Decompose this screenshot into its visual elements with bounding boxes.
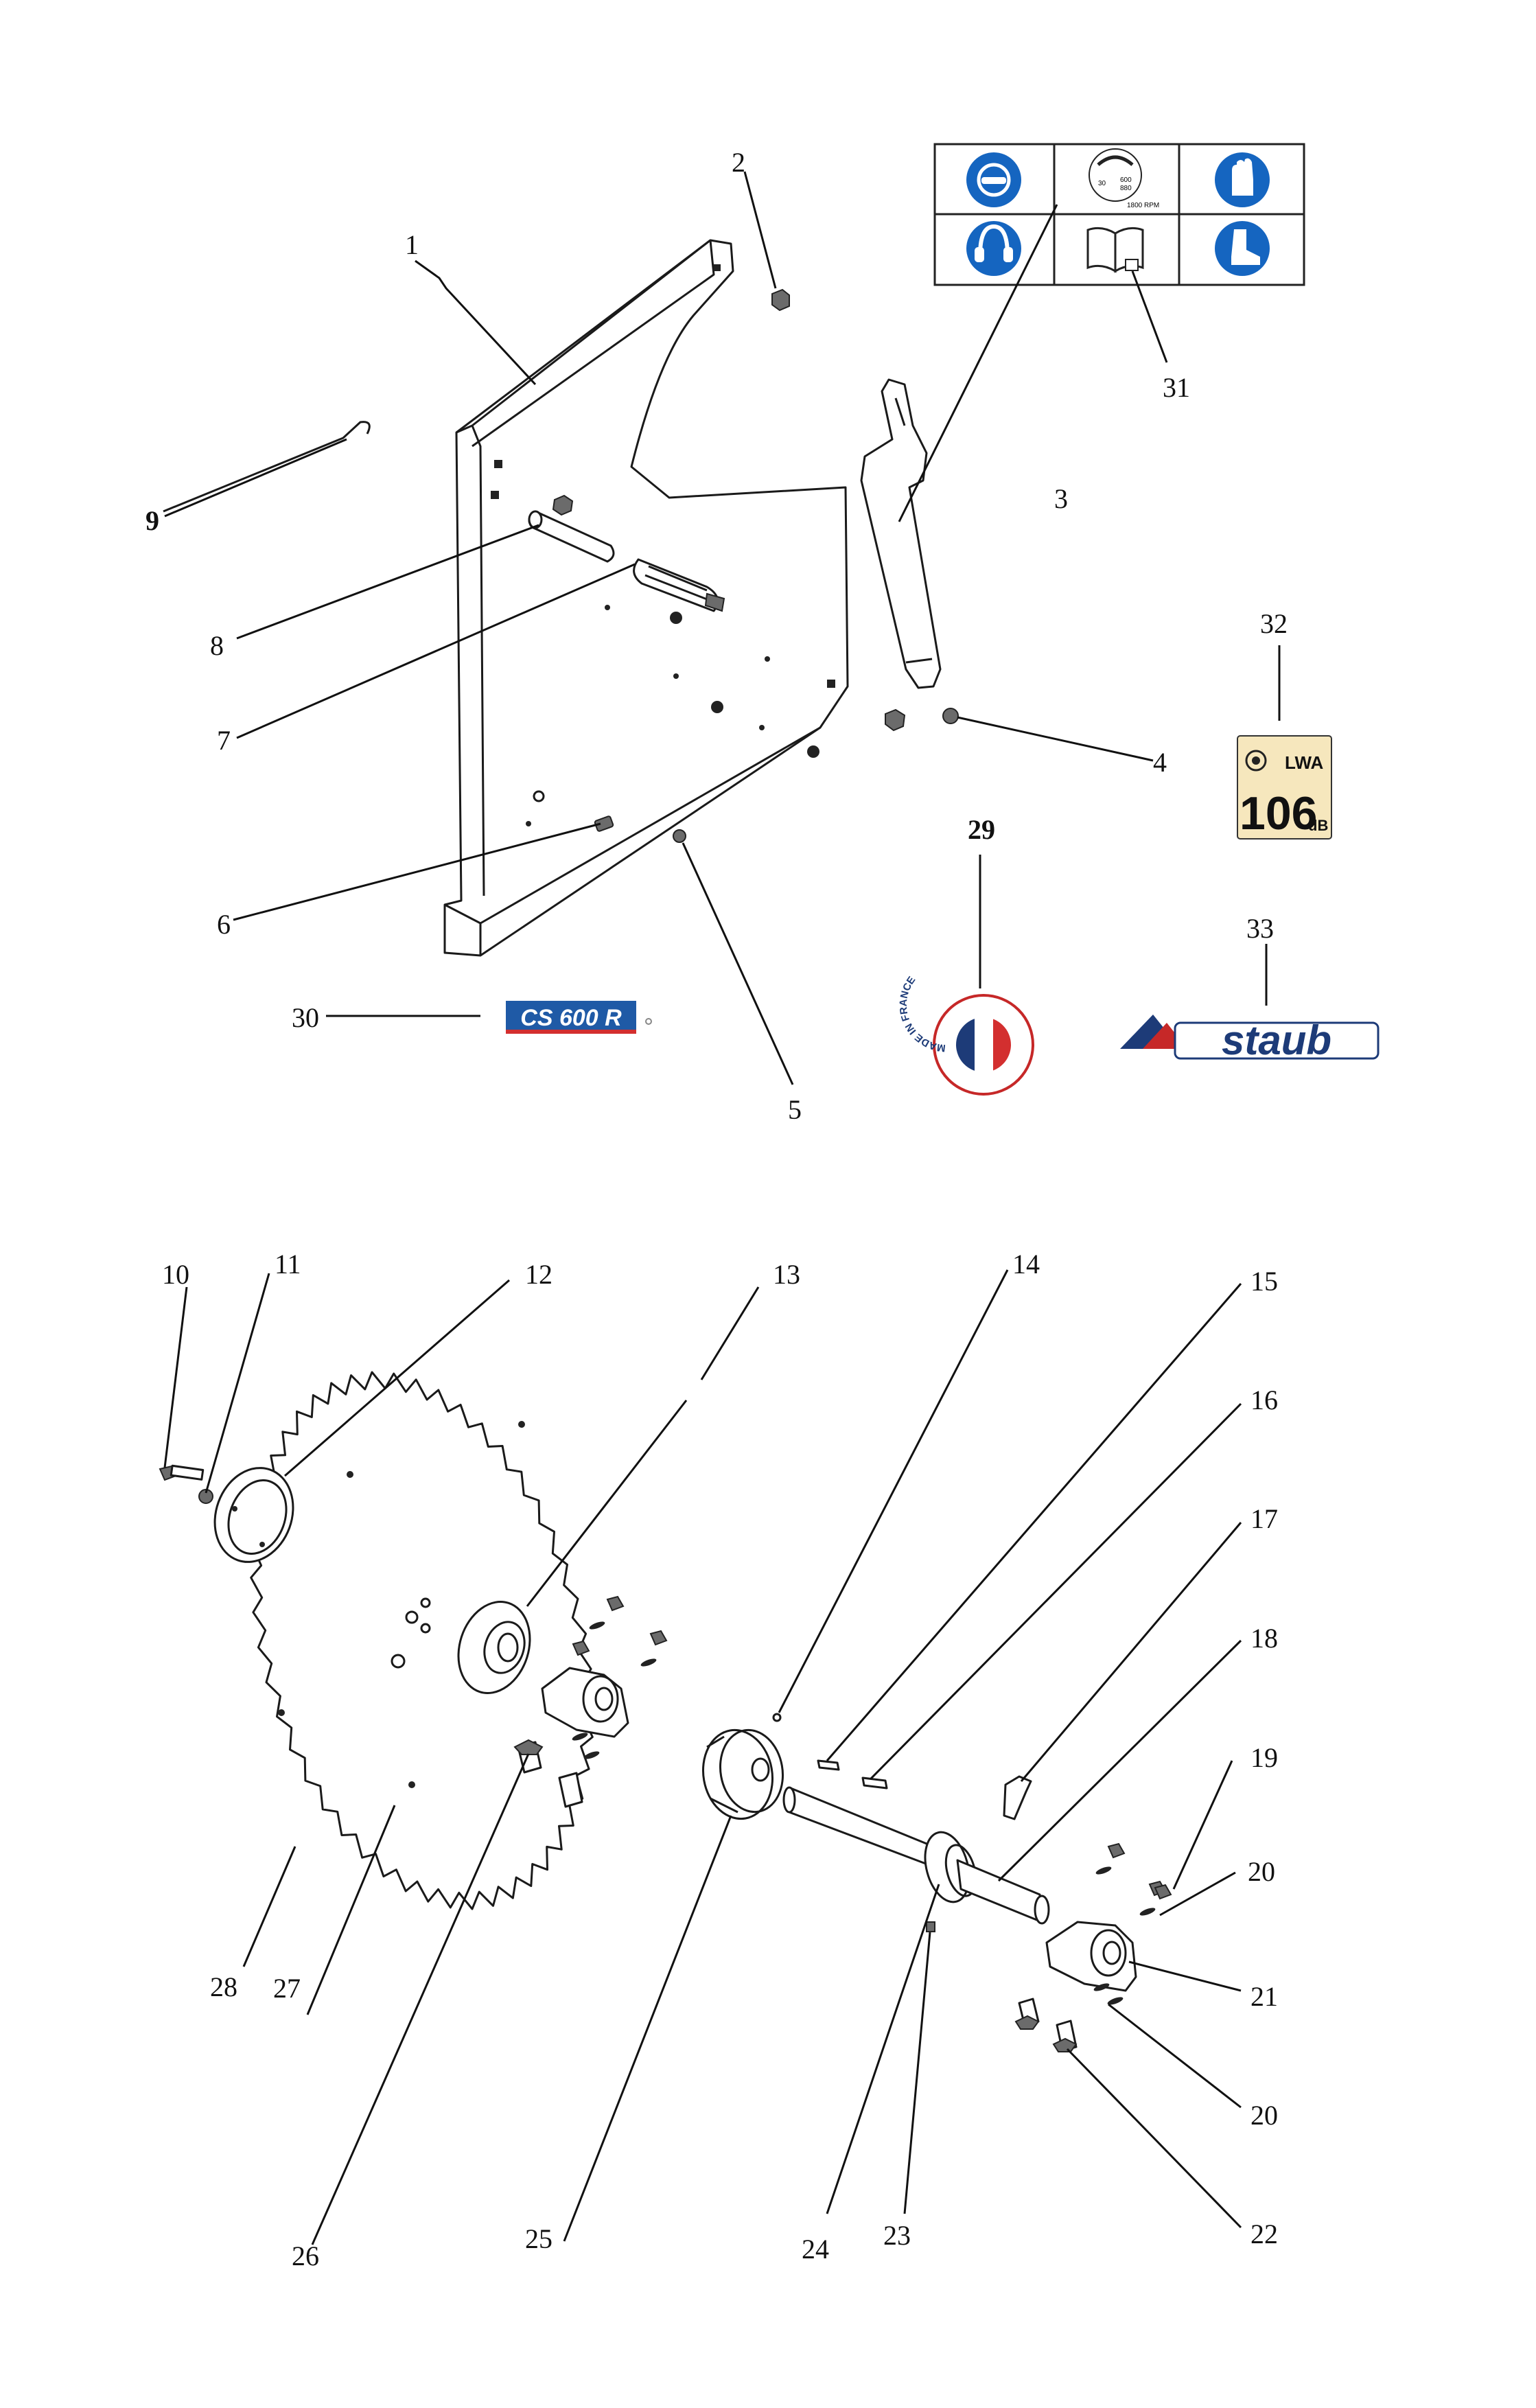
model-badge: CS 600 R: [506, 1001, 652, 1034]
callout-31: 31: [1163, 372, 1190, 403]
handle-grip: [633, 558, 725, 612]
callout-9: 9: [146, 505, 159, 536]
outer-flange: [213, 1467, 294, 1563]
callout-25: 25: [525, 2223, 552, 2254]
callout-10: 10: [162, 1259, 189, 1290]
callout-7: 7: [217, 725, 231, 756]
blade-rpm-icon: 30 600 880 1800 RPM: [1089, 148, 1159, 209]
lower-leader-lines: [163, 1269, 1242, 2245]
staub-text: staub: [1222, 1017, 1331, 1063]
sound-unit: LWA: [1285, 752, 1324, 773]
sound-value: 106: [1240, 787, 1317, 840]
pin-8: [528, 494, 615, 563]
rod-9: [163, 421, 371, 513]
nut-2: [771, 288, 790, 312]
nut-4: [885, 708, 959, 732]
callout-8: 8: [210, 630, 224, 661]
callout-24: 24: [802, 2234, 829, 2265]
callout-26: 26: [292, 2241, 319, 2271]
model-badge-text: CS 600 R: [520, 1005, 622, 1031]
bolt-6: [594, 815, 614, 832]
callout-14: 14: [1012, 1249, 1040, 1280]
callout-23: 23: [883, 2220, 911, 2251]
callout-4: 4: [1153, 747, 1167, 778]
key-15: [817, 1759, 840, 1771]
callout-22: 22: [1250, 2219, 1278, 2249]
key-16: [861, 1776, 888, 1790]
bolt-22: [1014, 1998, 1078, 2052]
sound-db: dB: [1308, 817, 1328, 834]
callout-20-upper: 20: [1248, 1856, 1275, 1887]
callout-19: 19: [1250, 1742, 1278, 1773]
svg-text:MADE IN FRANCE: MADE IN FRANCE: [898, 975, 946, 1054]
callout-30: 30: [292, 1002, 319, 1033]
callout-11: 11: [275, 1249, 301, 1280]
callout-20-lower: 20: [1250, 2100, 1278, 2131]
callout-3: 3: [1054, 483, 1068, 514]
manual-book-icon: [1086, 227, 1144, 273]
callout-12: 12: [525, 1259, 552, 1290]
sound-power-icon: [1245, 750, 1267, 772]
callout-17: 17: [1250, 1503, 1278, 1534]
grub-screw-14: [772, 1713, 782, 1722]
speed-b: 880: [1120, 185, 1132, 192]
key-17: [1003, 1775, 1032, 1820]
callout-32: 32: [1260, 608, 1288, 639]
rpm-label: 1800 RPM: [1127, 202, 1159, 209]
callout-15: 15: [1250, 1266, 1278, 1297]
callout-13: 13: [773, 1259, 800, 1290]
callout-6: 6: [217, 909, 231, 940]
callout-18: 18: [1250, 1623, 1278, 1654]
callout-28: 28: [210, 1971, 237, 2002]
speed-a: 600: [1120, 176, 1132, 184]
bolt-10: [159, 1464, 205, 1481]
upper-leader-lines: [164, 171, 1281, 1085]
callout-1: 1: [405, 229, 419, 260]
nut-5: [673, 829, 686, 843]
callout-29: 29: [968, 814, 995, 845]
callout-27: 27: [273, 1973, 301, 2004]
callout-16: 16: [1250, 1385, 1278, 1415]
inner-flange: [457, 1601, 531, 1694]
sound-power-label: LWA 106 dB: [1237, 735, 1332, 840]
callout-5: 5: [788, 1094, 802, 1125]
key-23: [926, 1921, 935, 1932]
pulley: [701, 1728, 784, 1820]
speed-small: 30: [1098, 180, 1106, 187]
callout-labels: 1 2 3 4 5 6 7 8 9 10 11 12 13 14 15 16 1…: [146, 147, 1288, 2271]
frame-plate: [443, 239, 849, 957]
riving-knife-arm: [860, 378, 942, 689]
staub-logo: staub: [1120, 1015, 1380, 1063]
ear-protection-icon: [966, 221, 1021, 276]
screw-19: [1154, 1884, 1172, 1900]
arbor-shaft: [782, 1786, 1050, 1925]
safety-boot-icon: [1215, 221, 1270, 276]
gloves-icon: [1215, 152, 1270, 207]
washer-20-upper: [1139, 1908, 1156, 1916]
saw-blade: [250, 1371, 594, 1910]
safety-pictogram-panel: 30 600 880 1800 RPM: [933, 143, 1305, 286]
callout-33: 33: [1246, 913, 1274, 944]
made-in-france-roundel: MADE IN FRANCE: [898, 975, 1034, 1096]
face-shield-icon: [966, 152, 1021, 207]
made-in-france-text: MADE IN FRANCE: [898, 975, 946, 1054]
callout-21: 21: [1250, 1981, 1278, 2012]
left-bearing-block: [541, 1595, 668, 1759]
callout-2: 2: [732, 147, 745, 178]
right-bearing-block: [1045, 1842, 1167, 2005]
